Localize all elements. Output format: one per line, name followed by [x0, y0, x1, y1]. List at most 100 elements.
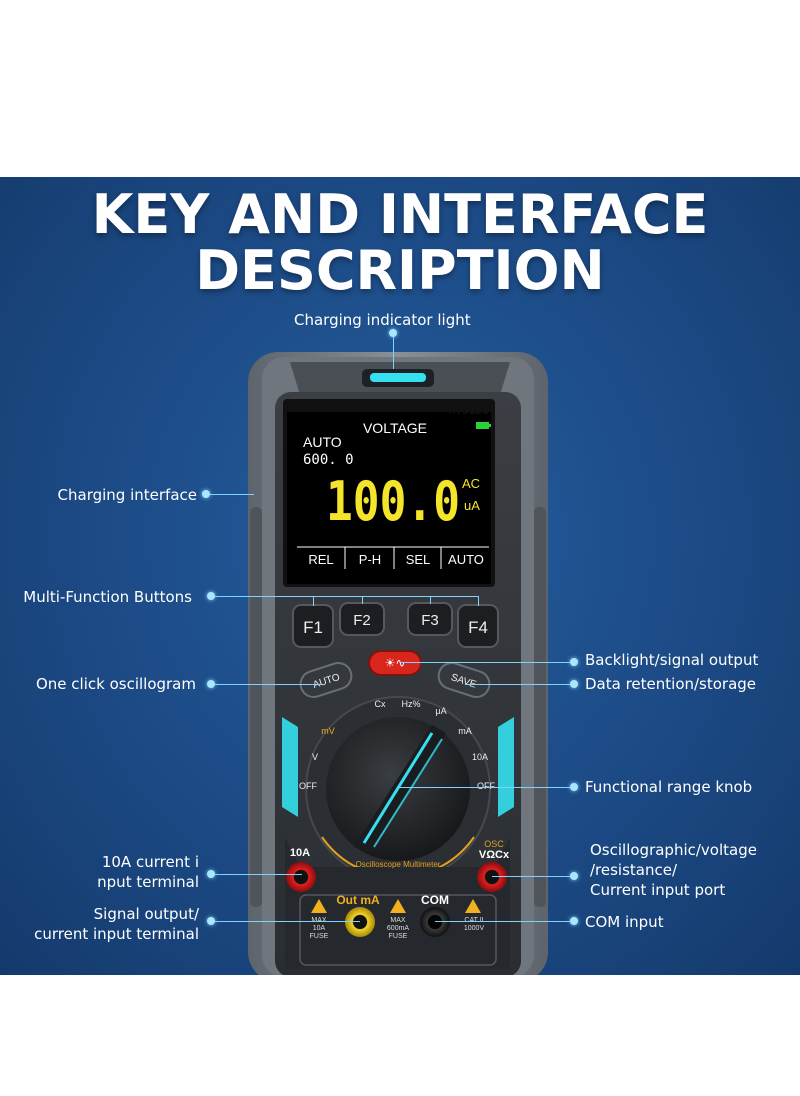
warning-icon — [390, 899, 406, 913]
dial-cx: Cx — [375, 699, 386, 709]
backlight-button-shape — [368, 650, 422, 676]
cat-line2: 1000V — [464, 925, 485, 932]
label-osc-line2: /resistance/ — [590, 861, 678, 879]
callout-line-10a — [212, 874, 302, 875]
lcd-range-value: 600. 0 — [303, 452, 354, 468]
label-charging-light: Charging indicator light — [294, 311, 471, 329]
fuse10-line1: MAX — [311, 917, 327, 924]
auto-button-shape — [299, 661, 353, 699]
callout-line-osc-port — [492, 876, 574, 877]
save-button-shape — [437, 661, 491, 699]
callout-dot — [207, 592, 215, 600]
callout-dot — [570, 872, 578, 880]
label-one-click: One click oscillogram — [35, 675, 196, 693]
label-multi-function: Multi-Function Buttons — [23, 588, 192, 606]
right-grip — [534, 507, 546, 907]
left-glow — [282, 717, 298, 817]
label-10a-line2: nput terminal — [97, 873, 199, 891]
cat-line1: CAT II — [464, 917, 483, 924]
callout-line-charging-light — [393, 333, 394, 369]
dial-brand: Oscilloscope Multimeter — [356, 860, 441, 869]
lcd-unit-top: AC — [462, 476, 480, 491]
callout-line-backlight — [400, 662, 574, 663]
f4-label: F4 — [468, 618, 488, 637]
label-signal-line2: current input terminal — [34, 925, 199, 943]
callout-line-knob — [398, 787, 574, 788]
terminal-out-ma-label: Out mA — [336, 893, 380, 907]
f3-label: F3 — [421, 612, 439, 629]
jack-com — [420, 907, 450, 937]
fuse600-line3: FUSE — [389, 933, 408, 940]
callout-dot — [207, 870, 215, 878]
warning-icon — [465, 899, 481, 913]
callout-dot — [570, 783, 578, 791]
lcd-unit-bottom: uA — [464, 498, 480, 513]
dial-v: V — [312, 752, 318, 762]
lcd-mode: VOLTAGE — [363, 420, 427, 436]
label-charging-interface: Charging interface — [57, 486, 197, 504]
dial-off-left: OFF — [299, 781, 317, 791]
label-osc-line1: Oscillographic/voltage — [590, 841, 757, 859]
fuse600-line2: 600mA — [387, 925, 410, 932]
label-com: COM input — [585, 913, 664, 931]
label-backlight: Backlight/signal output — [585, 651, 759, 669]
dial-mv: mV — [321, 726, 335, 736]
jack-10a — [286, 862, 316, 892]
label-data-retention: Data retention/storage — [585, 675, 757, 693]
softkey-sel: SEL — [406, 552, 431, 567]
label-10a-line1: 10A current i — [101, 853, 199, 871]
callout-dot — [570, 680, 578, 688]
dial-hz: Hz% — [401, 699, 420, 709]
callout-dot — [570, 658, 578, 666]
callout-line-com — [435, 921, 574, 922]
jack-vohm — [477, 862, 507, 892]
label-osc-line3: Current input port — [590, 881, 726, 899]
lcd-screen — [287, 412, 491, 584]
f1-label: F1 — [303, 618, 323, 637]
jack-ma — [345, 907, 375, 937]
callout-dot — [202, 490, 210, 498]
charging-light — [370, 373, 426, 382]
model-label: AT312G — [449, 404, 489, 417]
callout-dot — [570, 917, 578, 925]
callout-line-signal-output — [212, 921, 360, 922]
battery-icon — [476, 422, 489, 429]
terminal-10a-label: 10A — [290, 847, 310, 859]
callout-dot — [207, 680, 215, 688]
callout-line-charging-interface — [206, 494, 254, 495]
label-signal-line1: Signal output/ — [93, 905, 199, 923]
terminal-com-label: COM — [421, 893, 449, 907]
infographic-panel: KEY AND INTERFACE DESCRIPTION — [0, 177, 800, 975]
fuse600-line1: MAX — [390, 917, 406, 924]
warning-icon — [311, 899, 327, 913]
softkey-auto: AUTO — [448, 552, 484, 567]
dial-ua: μA — [435, 706, 446, 716]
callout-line-multi-function — [212, 596, 478, 597]
title-line-2: DESCRIPTION — [195, 239, 605, 302]
callout-dot — [389, 329, 397, 337]
terminal-vohm-label: VΩCx — [479, 849, 510, 861]
f2-label: F2 — [353, 612, 371, 629]
title-line-1: KEY AND INTERFACE — [91, 183, 709, 246]
terminal-osc-label: OSC — [484, 839, 504, 849]
softkey-ph: P-H — [359, 552, 381, 567]
dial-off-right: OFF — [477, 781, 495, 791]
callout-dot — [207, 917, 215, 925]
dial-10a: 10A — [472, 752, 488, 762]
lcd-reading: 100.0 — [326, 470, 460, 533]
right-glow — [498, 717, 514, 817]
callout-line-data-retention — [466, 684, 574, 685]
lcd-range-mode: AUTO — [303, 434, 342, 450]
knob-glow-line-1 — [362, 732, 434, 844]
label-knob: Functional range knob — [585, 778, 753, 796]
dial-ma: mA — [458, 726, 472, 736]
multimeter-illustration: AT312G VOLTAGE AUTO 600. 0 100.0 AC uA R… — [248, 352, 548, 975]
page-title: KEY AND INTERFACE DESCRIPTION — [0, 187, 800, 299]
fuse10-line3: FUSE — [310, 933, 329, 940]
callout-line-one-click — [212, 684, 322, 685]
fuse10-line2: 10A — [313, 925, 326, 932]
left-grip — [250, 507, 262, 907]
softkey-rel: REL — [308, 552, 333, 567]
backlight-icon: ☀∿ — [385, 656, 406, 670]
knob-glow-line-2 — [373, 738, 443, 848]
